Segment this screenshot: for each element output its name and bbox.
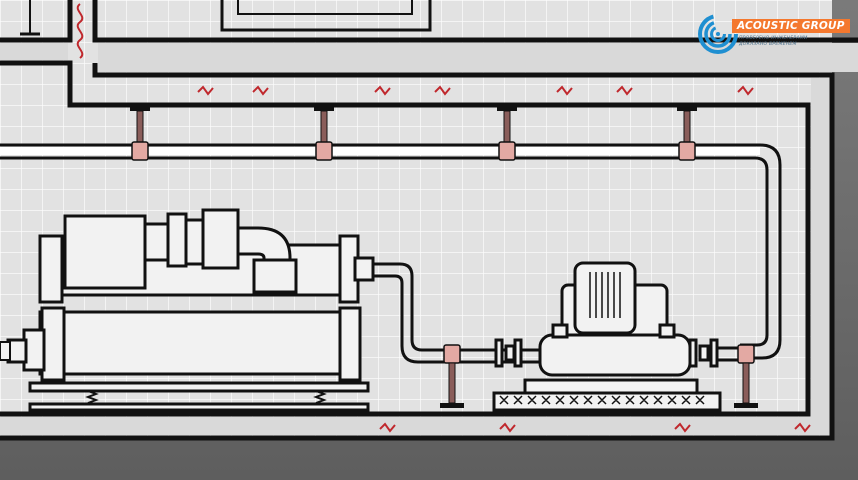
vibration-marks-lower [379,422,811,433]
floor-supports [440,344,758,408]
logo-title: ACOUSTIC GROUP [732,19,850,33]
floor-support [734,344,758,408]
upper-floor-fill [0,43,68,60]
hanger [497,107,517,161]
brand-logo: ACOUSTIC GROUP ПРОВЕРЕНО ИНЖЕНЕРАМИ ДОКА… [697,13,857,65]
hanger [314,107,334,161]
hanger [677,107,697,161]
logo-tagline-1: ПРОВЕРЕНО ИНЖЕНЕРАМИ [739,36,808,41]
hanger [130,107,150,161]
logo-tagline-2: ДОКАЗАНО ВРЕМЕНЕМ [739,42,797,47]
floor-support [440,344,464,408]
connecting-pipe [373,262,540,364]
chiller-unit [0,208,375,412]
slab-lines [0,0,858,441]
slab-fill [0,417,830,435]
vibration-wave-vertical [76,3,84,59]
chiller-flange-left [0,341,11,361]
logo-swirl-icon [698,14,738,54]
outer-wall-fill [811,78,830,435]
vibration-marks-upper [197,85,754,96]
pump-assembly [492,261,740,412]
suspended-pipe [0,143,782,360]
inertia-base-marks [499,395,705,405]
pipe-hangers [130,107,697,161]
